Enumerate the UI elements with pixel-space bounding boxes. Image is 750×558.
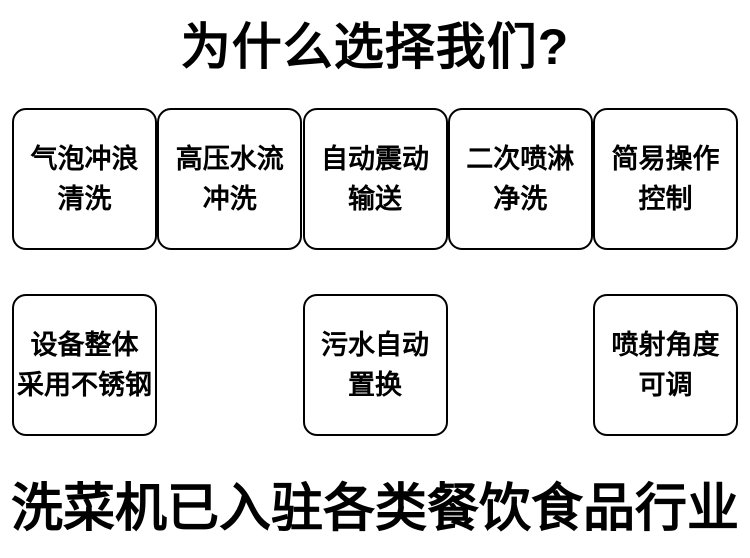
features-grid: 气泡冲浪 清洗 高压水流 冲洗 自动震动 输送 二次喷淋 净洗 简易操作 控制 … [0,108,750,436]
feature-label-line1: 高压水流 [175,144,284,174]
feature-label-line1: 喷射角度 [611,330,720,360]
feature-card-auto-sewage-replace: 污水自动 置换 [302,294,448,436]
feature-label-line2: 清洗 [57,184,112,214]
feature-label-line2: 控制 [638,184,693,214]
feature-label-line2: 采用不锈钢 [17,370,152,400]
feature-label-line2: 冲洗 [202,184,257,214]
feature-label-line1: 污水自动 [321,330,429,360]
feature-label-line2: 置换 [348,370,402,400]
feature-label-line1: 简易操作 [611,144,720,174]
feature-card-secondary-spray-clean: 二次喷淋 净洗 [447,108,593,250]
feature-label-line2: 净洗 [493,184,548,214]
feature-card-auto-vibration-convey: 自动震动 输送 [302,108,448,250]
feature-label-line1: 设备整体 [30,330,139,360]
page-title: 为什么选择我们? [180,19,570,75]
feature-card-easy-operation-control: 简易操作 控制 [593,108,738,250]
feature-card-high-pressure-rinse: 高压水流 冲洗 [157,108,303,250]
feature-label-line1: 自动震动 [321,144,429,174]
feature-label-line1: 气泡冲浪 [30,144,139,174]
feature-label-line2: 输送 [348,184,402,214]
feature-label-line2: 可调 [638,370,693,400]
feature-card-adjustable-spray-angle: 喷射角度 可调 [593,294,738,436]
feature-label-line1: 二次喷淋 [466,144,575,174]
feature-card-bubble-wash: 气泡冲浪 清洗 [12,108,157,250]
footer-title: 洗菜机已入驻各类餐饮食品行业 [10,480,739,538]
feature-card-stainless-steel-body: 设备整体 采用不锈钢 [12,294,157,436]
